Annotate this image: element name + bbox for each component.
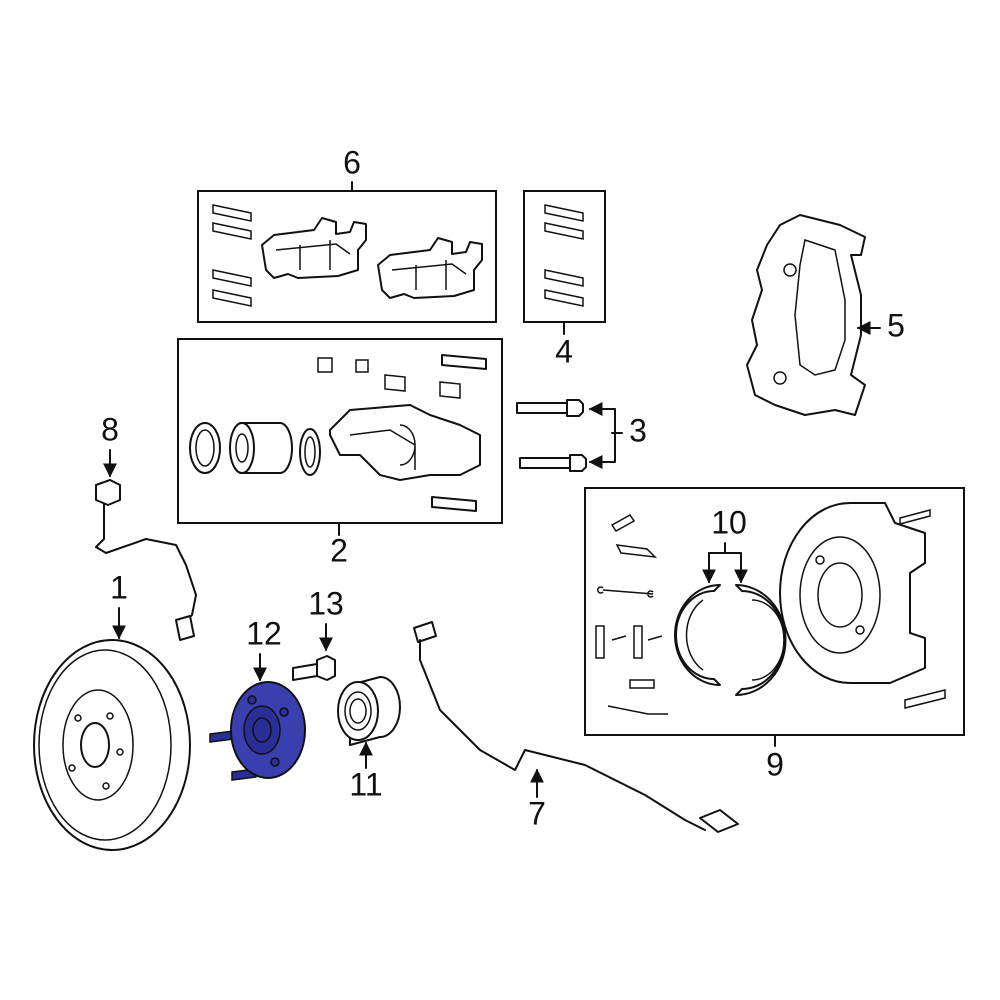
callout-13: 13: [308, 585, 344, 652]
callout-3: 3: [588, 402, 647, 469]
callout-12: 12: [246, 615, 282, 682]
callout-label-6: 6: [343, 144, 361, 180]
callout-label-4: 4: [555, 333, 573, 369]
callout-7: 7: [528, 768, 546, 831]
parking-brake-box[interactable]: [584, 487, 965, 736]
callout-label-8: 8: [101, 411, 119, 447]
wheel-stud[interactable]: [292, 655, 336, 681]
callout-6: 6: [343, 144, 361, 192]
callout-8: 8: [101, 411, 119, 478]
callout-label-9: 9: [766, 746, 784, 782]
callout-2: 2: [330, 522, 348, 568]
callout-label-10: 10: [711, 504, 747, 540]
brake-rotor[interactable]: [33, 639, 191, 851]
callout-1: 1: [110, 569, 128, 640]
callout-10: 10: [702, 504, 748, 584]
callout-label-13: 13: [308, 585, 344, 621]
callout-11: 11: [349, 741, 383, 802]
callout-5: 5: [856, 307, 905, 343]
callout-9: 9: [766, 734, 784, 782]
callout-4: 4: [555, 321, 573, 369]
callout-label-1: 1: [110, 569, 128, 605]
pad-kit-box[interactable]: [197, 190, 497, 323]
abs-sensor[interactable]: [413, 621, 739, 833]
callout-label-11: 11: [349, 766, 382, 802]
wheel-hub-highlighted[interactable]: [209, 681, 306, 781]
callout-label-7: 7: [528, 795, 546, 831]
callout-label-2: 2: [330, 532, 348, 568]
callout-label-3: 3: [629, 412, 647, 448]
clip-kit-box[interactable]: [523, 190, 606, 323]
caliper-bracket[interactable]: [746, 214, 866, 416]
wheel-bearing[interactable]: [337, 676, 401, 746]
brake-hose[interactable]: [95, 479, 197, 641]
caliper-bolts[interactable]: [516, 399, 587, 472]
callout-label-5: 5: [887, 307, 905, 343]
callout-label-12: 12: [246, 615, 282, 651]
caliper-box[interactable]: [177, 338, 503, 524]
